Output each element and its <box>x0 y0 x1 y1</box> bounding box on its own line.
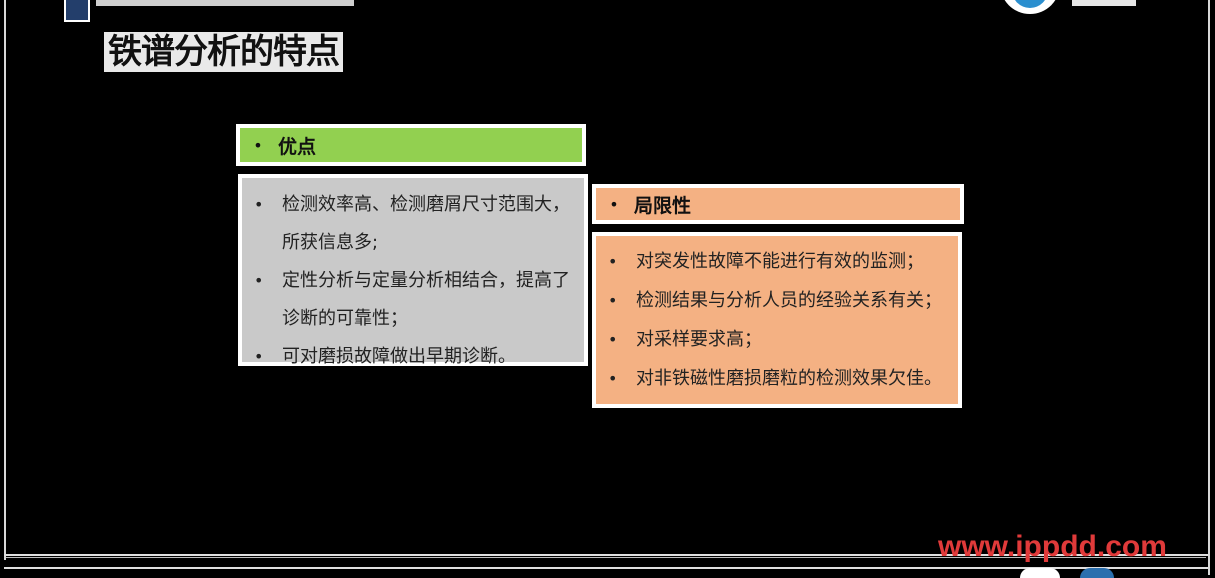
footer-divider-line <box>4 554 1208 556</box>
list-item: • 检测效率高、检测磨屑尺寸范围大，所获信息多; <box>250 186 576 262</box>
school-logo-icon <box>1000 0 1060 14</box>
list-item-text: 对采样要求高； <box>636 329 762 350</box>
pros-header: • 优点 <box>236 124 586 166</box>
list-item: • 定性分析与定量分析相结合，提高了诊断的可靠性； <box>250 262 576 338</box>
list-item-text: 对突发性故障不能进行有效的监测； <box>636 251 924 272</box>
slide-title: 铁谱分析的特点 <box>104 32 343 72</box>
slide-frame-left-border <box>4 0 6 560</box>
bullet-icon: • <box>253 135 263 155</box>
list-item: • 检测结果与分析人员的经验关系有关； <box>604 281 950 320</box>
bullet-icon: • <box>254 195 264 214</box>
list-item: • 对突发性故障不能进行有效的监测； <box>604 242 950 281</box>
cons-header: • 局限性 <box>592 184 964 224</box>
list-item-text: 可对磨损故障做出早期诊断。 <box>282 346 516 367</box>
school-logo-text <box>1072 0 1136 6</box>
footer-logo-icon-secondary <box>1080 568 1114 578</box>
footer-logo-icon <box>1020 568 1060 578</box>
list-item-text: 检测效率高、检测磨屑尺寸范围大，所获信息多; <box>282 194 570 253</box>
bullet-icon: • <box>254 347 264 366</box>
bullet-icon: • <box>608 330 618 349</box>
list-item: • 对采样要求高； <box>604 320 950 359</box>
list-item-text: 定性分析与定量分析相结合，提高了诊断的可靠性； <box>282 270 570 329</box>
bullet-icon: • <box>608 252 618 271</box>
list-item-text: 对非铁磁性磨损磨粒的检测效果欠佳。 <box>636 368 942 389</box>
bullet-icon: • <box>609 194 619 214</box>
footer-divider-line-lower <box>4 567 1208 569</box>
bullet-icon: • <box>608 369 618 388</box>
cons-list: • 对突发性故障不能进行有效的监测； • 检测结果与分析人员的经验关系有关； •… <box>592 232 962 408</box>
header-banner-strip <box>96 0 354 6</box>
header-blue-marker <box>64 0 90 22</box>
pros-list: • 检测效率高、检测磨屑尺寸范围大，所获信息多; • 定性分析与定量分析相结合，… <box>238 174 588 367</box>
list-item: • 对非铁磁性磨损磨粒的检测效果欠佳。 <box>604 359 950 398</box>
bullet-icon: • <box>254 271 264 290</box>
footer-divider-line-thin <box>6 557 1206 558</box>
slide-frame-right-border <box>1208 0 1210 575</box>
cons-header-label: 局限性 <box>634 194 692 217</box>
watermark-link[interactable]: www.ippdd.com <box>938 530 1167 563</box>
pros-header-label: 优点 <box>278 135 317 158</box>
list-item: • 可对磨损故障做出早期诊断。 <box>250 338 576 376</box>
list-item-text: 检测结果与分析人员的经验关系有关； <box>636 290 942 311</box>
bullet-icon: • <box>608 291 618 310</box>
